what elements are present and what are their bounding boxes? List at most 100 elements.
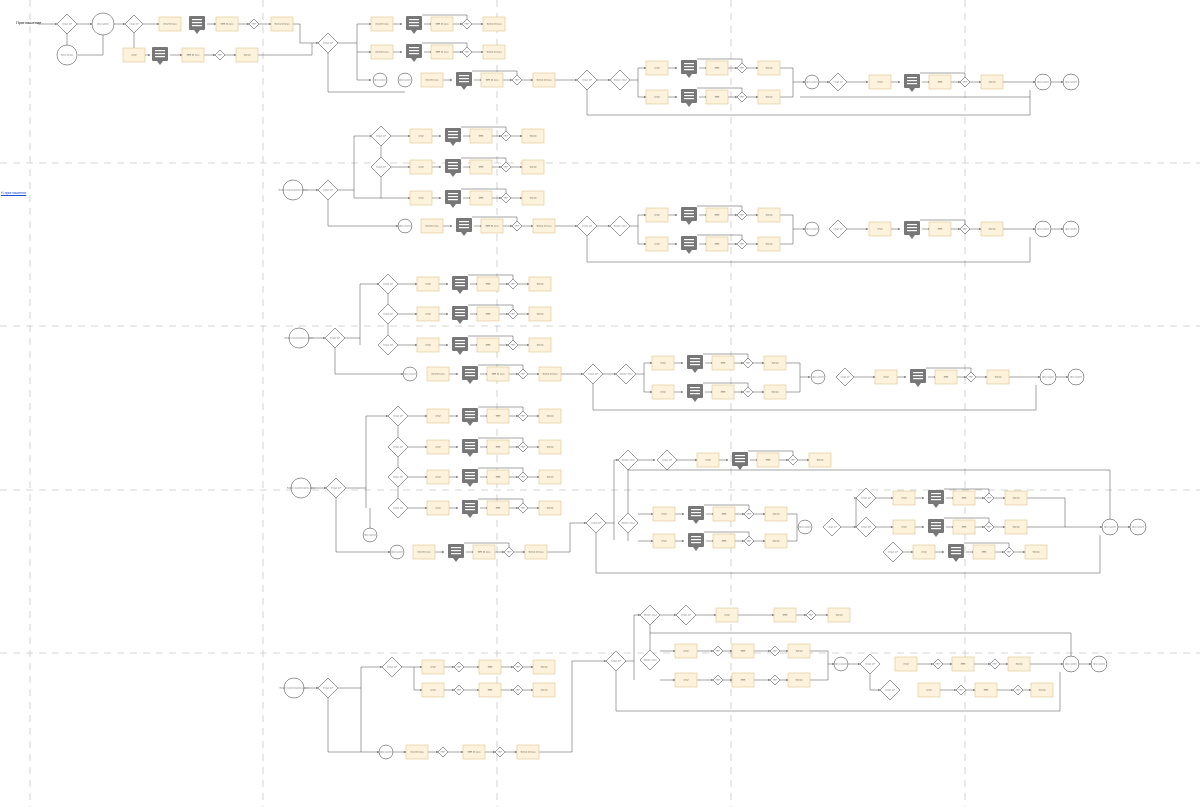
decision-node [437,746,449,758]
message-icon-line [690,393,700,395]
message-icon [681,89,697,107]
action-box [912,544,936,560]
action-box [532,218,556,234]
decision-node [736,238,748,250]
arrow-head [878,689,880,691]
message-icon [462,366,478,384]
message-icon-line [409,50,419,52]
action-label: email [131,55,137,57]
message-icon-line [907,230,917,232]
action-box [1004,490,1028,506]
event-node [1067,368,1085,386]
event-label: Цель в работе [380,751,392,753]
message-icon [910,369,926,387]
action-label: email [660,392,666,394]
arrow-head [741,362,743,364]
message-icon-line [465,372,475,374]
action-label: SMS [715,97,720,99]
action-label: Звонок [772,541,779,543]
action-box [469,190,493,206]
decision-node [955,684,967,696]
decision-label: Offer? [773,679,778,681]
action-box [181,47,205,63]
decision-node [828,72,848,92]
action-label: email [430,690,436,692]
action-label: SMS [496,416,501,418]
event-node [810,369,826,385]
decision-label: Статус ок? [588,374,599,376]
side-link[interactable]: Н-приглашение [1,191,27,195]
arrow-head [922,526,924,528]
arrow-head [807,459,809,461]
action-box [538,469,562,485]
action-box [787,672,811,688]
action-label: SMS [479,198,484,200]
arrow-head [461,751,463,753]
decision-node [712,645,724,657]
action-label: SMS [479,167,484,169]
message-icon-line [448,131,458,133]
message-icon-tail [411,58,417,62]
message-icon-line [465,506,475,508]
arrow-head [711,679,713,681]
decision-label: Offer? [511,313,516,315]
event-label: Выбрать в работе (цели) с рынка [287,487,315,489]
action-box [426,500,450,516]
event-label: Цель в работе [806,81,818,83]
decision-label: Offer? [511,283,516,285]
action-box [521,128,545,144]
action-box [952,519,976,535]
arrow-head [425,476,427,478]
arrow-head [148,54,150,56]
message-icon-tail [737,466,743,470]
arrow-head [1033,81,1035,83]
decision-node [461,18,473,30]
arrow-head [1002,551,1004,553]
action-label: SMS [938,82,943,84]
decision-node [932,658,944,670]
message-icon-line [691,515,701,517]
action-box [645,207,669,223]
arrow-head [988,663,990,665]
decision-label: Статус ок? [582,226,593,228]
arrow-head [614,373,616,375]
decision-node [512,684,524,696]
decision-label: Статус ок? [611,661,622,663]
action-label: SMS [715,244,720,246]
event-label: Цель в работе [835,663,847,665]
action-box [712,533,736,549]
message-icon-line [448,165,458,167]
action-label: email 24 часа [410,752,424,754]
event-node [397,72,413,88]
event-node [1034,73,1052,91]
action-label: SMS [722,514,727,516]
decision-node [1003,546,1015,558]
action-label: SMS 24 часа [485,80,499,82]
decision-label: Статус ок? [383,284,394,286]
action-label: Звонок 24 часа [542,374,558,376]
decision-node [983,492,995,504]
message-icon-line [691,509,701,511]
action-label: email [654,244,660,246]
message-icon-line [465,448,475,450]
message-icon-line [451,550,461,552]
message-icon-line [192,22,202,24]
action-box [972,544,996,560]
arrow-head [408,166,410,168]
arrow-head [808,376,810,378]
message-icon [688,506,704,524]
action-box [868,74,892,90]
decision-label: Offer? [987,497,992,499]
action-box [416,276,440,292]
message-icon [456,72,472,90]
message-icon-line [459,75,469,77]
action-label: SMS [721,363,726,365]
arrow-head [523,551,525,553]
arrow-head [682,540,684,542]
arrow-head [786,459,788,461]
decision-label: Статус ок? [861,498,872,500]
message-icon-line [465,375,475,377]
action-label: Звонок [1015,664,1022,666]
message-icon-line [465,442,475,444]
